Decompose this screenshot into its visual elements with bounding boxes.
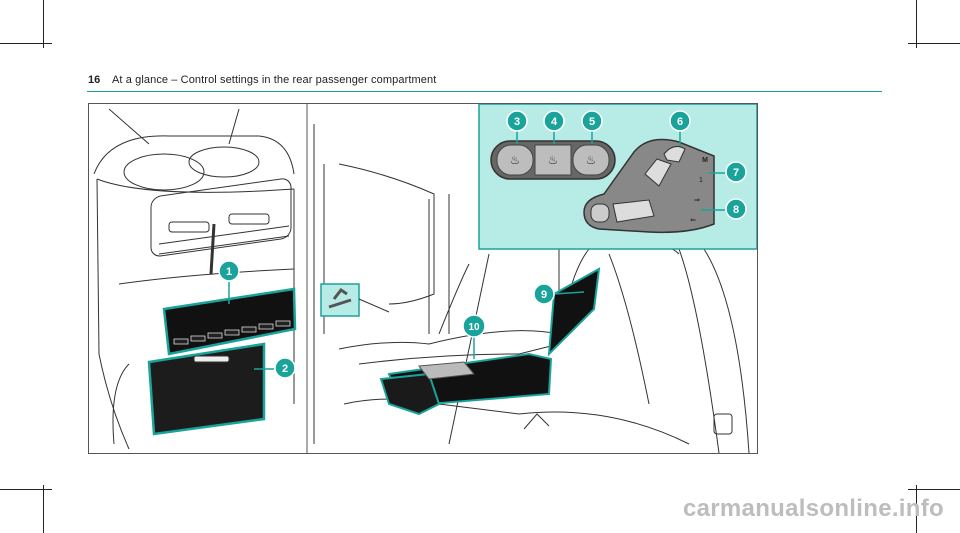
callout-3: 3 (514, 116, 520, 128)
page-number: 16 (88, 74, 101, 86)
svg-text:♨: ♨ (548, 153, 559, 167)
seat-control-detail-panel: ♨ ♨ ♨ M 1 ⇒ ⇐ 3 4 5 6 7 (478, 103, 758, 250)
header-rule (87, 91, 882, 92)
rear-armrest (379, 352, 553, 416)
crop-mark (916, 0, 917, 48)
memory-button-m: M (702, 157, 708, 164)
watermark: carmanualsonline.info (682, 495, 944, 522)
rear-control-panel (162, 287, 297, 356)
callout-9: 9 (541, 289, 547, 301)
illustration-drawing: 1 2 9 10 (93, 103, 758, 454)
crop-mark (908, 489, 960, 490)
callout-8: 8 (733, 204, 739, 216)
svg-text:♨: ♨ (510, 153, 521, 167)
crop-mark (43, 0, 44, 48)
callout-10: 10 (468, 322, 480, 333)
callout-4: 4 (551, 116, 558, 128)
callout-5: 5 (589, 116, 595, 128)
seat-switch-thumbnail (320, 283, 390, 317)
seat-climate-buttons: ♨ ♨ ♨ (490, 140, 616, 180)
seat-ventilation-icon (534, 144, 572, 176)
memory-button-1: 1 (699, 177, 703, 184)
callout-7: 7 (733, 167, 739, 179)
crop-mark (43, 485, 44, 533)
callout-6: 6 (677, 116, 683, 128)
easy-exit-icon: ⇐ (690, 217, 696, 224)
page-title: At a glance – Control settings in the re… (112, 74, 437, 86)
rear-storage-compartment (147, 342, 266, 436)
seat-adjustment-switch: M 1 ⇒ ⇐ (583, 138, 715, 234)
easy-entry-icon: ⇒ (694, 197, 700, 204)
crop-mark (0, 43, 52, 44)
callout-1: 1 (226, 266, 232, 278)
crop-mark (0, 489, 52, 490)
seat-heating-icon (496, 144, 534, 176)
seat-climate-icon (572, 144, 610, 176)
callout-2: 2 (282, 363, 288, 375)
center-console-drawing (93, 108, 295, 450)
rear-compartment-illustration: 1 2 9 10 (88, 103, 758, 454)
crop-mark (908, 43, 960, 44)
crop-mark (916, 485, 917, 533)
svg-text:♨: ♨ (586, 153, 597, 167)
